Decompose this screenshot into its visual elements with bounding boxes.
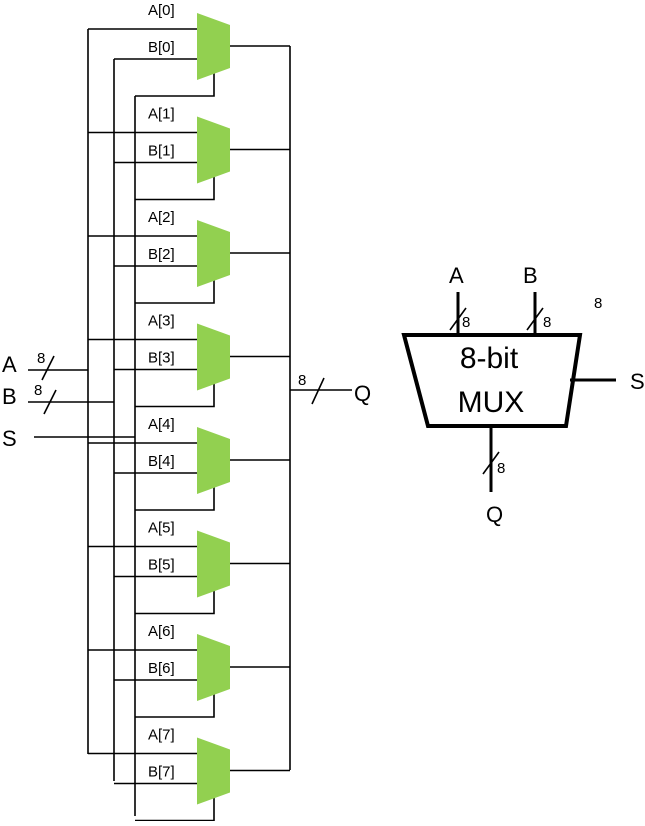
stage-s-wire (135, 279, 215, 304)
block-title-line2: MUX (458, 386, 525, 419)
mux-stage-body (197, 220, 230, 287)
mux-stage-5: A[5] B[5] (88, 520, 290, 615)
block-q-width: 8 (497, 460, 505, 477)
block-a-label: A (449, 263, 464, 288)
mux-stage-7: A[7] B[7] (88, 727, 290, 822)
mux-stage-2: A[2] B[2] (88, 209, 290, 304)
stage-a-label: A[3] (148, 313, 175, 330)
stage-a-label: A[4] (148, 416, 175, 433)
block-extra-width: 8 (594, 295, 602, 312)
mux-stage-body (197, 530, 230, 598)
mux-stage-1: A[1] B[1] (88, 106, 290, 201)
stage-b-label: B[0] (148, 39, 175, 56)
input-b-label: B (2, 384, 17, 409)
stage-b-label: B[3] (148, 350, 175, 367)
mux-stage-body (197, 427, 230, 494)
stage-s-wire (135, 486, 215, 511)
stage-s-wire (135, 175, 215, 201)
mux-stage-body (197, 13, 230, 80)
block-a-slash (449, 307, 467, 331)
block-b-label: B (523, 263, 538, 288)
stage-s-wire (135, 382, 215, 408)
block-title-line1: 8-bit (460, 342, 519, 375)
input-s-label: S (2, 426, 17, 451)
mux-stage-4: A[4] B[4] (88, 416, 290, 511)
block-s-label: S (630, 369, 645, 394)
stage-a-label: A[5] (148, 520, 175, 537)
stage-a-label: A[7] (148, 727, 175, 744)
input-a-label: A (2, 352, 17, 377)
stage-a-label: A[6] (148, 623, 175, 640)
mux-block-body (401, 333, 583, 428)
mux-stage-body (197, 323, 230, 391)
stage-s-wire (135, 693, 215, 718)
mux-stage-3: A[3] B[3] (88, 313, 290, 408)
input-a-width: 8 (37, 350, 45, 367)
stage-b-label: B[6] (148, 660, 175, 677)
stage-b-label: B[1] (148, 143, 175, 160)
stage-a-label: A[1] (148, 106, 175, 123)
output-q-label: Q (354, 381, 371, 406)
block-q-label: Q (486, 502, 503, 527)
mux-stage-body (197, 737, 230, 805)
block-a-width: 8 (462, 314, 470, 331)
mux-block-symbol: 8-bit MUX A 8 B 8 8 S 8 Q (401, 263, 645, 527)
bus-b-slash (43, 389, 57, 415)
stage-b-label: B[4] (148, 453, 175, 470)
mux-stages: A[0] B[0] A[1] B[1] A[2] B[2] A[3] B[3] A[4] B[4]… (88, 2, 290, 822)
input-b-width: 8 (34, 382, 42, 399)
stage-s-wire (135, 589, 215, 615)
mux-stage-6: A[6] B[6] (88, 623, 290, 718)
stage-b-label: B[2] (148, 246, 175, 263)
stage-a-label: A[0] (148, 2, 175, 19)
mux-stage-0: A[0] B[0] (88, 2, 290, 97)
block-q-slash (482, 451, 500, 475)
stage-s-wire (135, 72, 215, 97)
stage-b-label: B[7] (148, 764, 175, 781)
output-q-slash (311, 377, 325, 405)
block-b-width: 8 (543, 314, 551, 331)
bus-a-slash (41, 355, 55, 381)
stage-b-label: B[5] (148, 557, 175, 574)
block-b-slash (526, 307, 544, 331)
stage-a-label: A[2] (148, 209, 175, 226)
mux-stage-body (197, 116, 230, 184)
output-q-width: 8 (298, 372, 306, 389)
mux-stage-body (197, 634, 230, 701)
